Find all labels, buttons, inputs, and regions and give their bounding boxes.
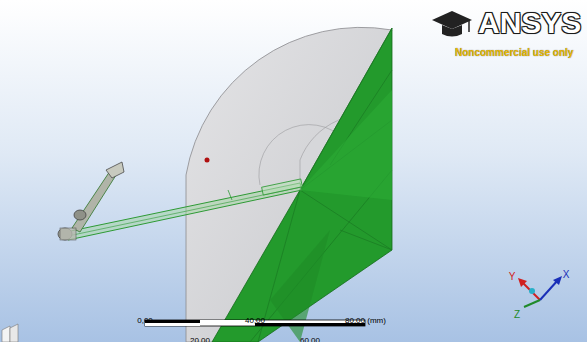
scale-value: 40,00 — [245, 309, 265, 327]
scale-value: 0,00 — [137, 317, 153, 325]
arm — [58, 162, 124, 240]
logo-text: ANSYS — [478, 8, 581, 38]
axis-label: Y — [509, 272, 516, 282]
scale-value: 20,00 — [190, 329, 210, 342]
scale-value: 60,00 — [300, 337, 320, 342]
axis-label: Z — [514, 310, 520, 320]
scale-value: 60,00 — [300, 329, 320, 342]
axis-label: X — [563, 270, 570, 280]
logo-text: ANSYS — [478, 8, 581, 38]
logo-cap — [432, 11, 472, 37]
mesh-lines — [250, 28, 392, 342]
scale-value: 80,00 (mm) — [345, 309, 386, 327]
probe-point — [205, 158, 210, 163]
scale-value: 80,00 (mm) — [345, 317, 386, 325]
axis-label: Z — [514, 304, 520, 322]
corner-icon — [2, 324, 18, 342]
axis-label: X — [563, 264, 570, 282]
cylinder-body — [186, 27, 392, 342]
scale-value: 40,00 — [245, 317, 265, 325]
mesh-face — [300, 90, 392, 200]
license-note: Noncommercial use only — [455, 48, 573, 58]
scale-value: 20,00 — [190, 337, 210, 342]
section-plane — [212, 28, 392, 342]
scale-value: 0,00 — [137, 309, 153, 327]
axis-triad — [518, 276, 562, 307]
axis-label: Y — [509, 266, 516, 284]
license-note: Noncommercial use only — [455, 42, 573, 60]
